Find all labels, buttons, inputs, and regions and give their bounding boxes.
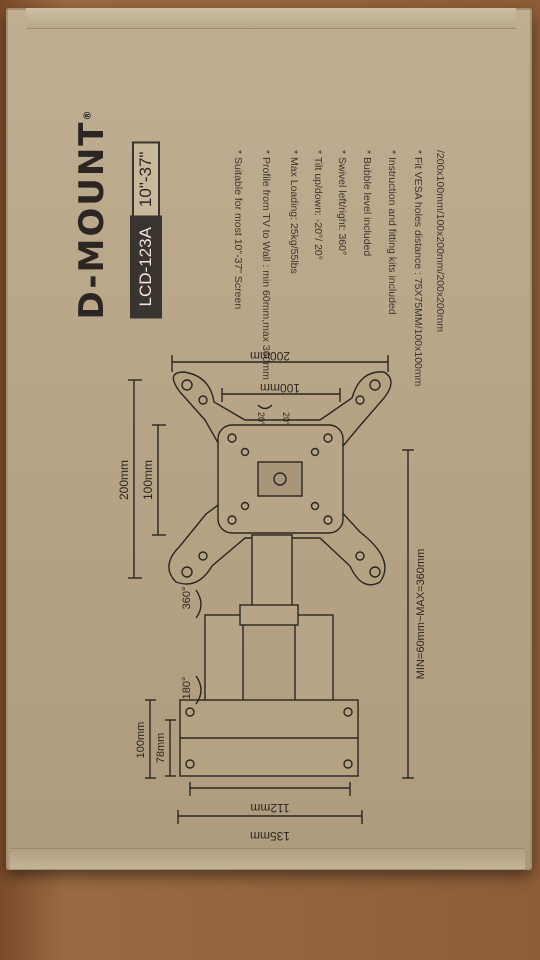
dim-side-200: 200mm [117,460,131,500]
box-bottom-flap [10,848,525,869]
dim-depth: MIN=60mm~MAX=360mm [415,549,427,680]
dim-top-200: 200mm [250,349,290,363]
dim-swivel: 360° [181,587,193,610]
box-top-flap [26,8,516,29]
dim-tilt-down: 20° [281,412,291,426]
dim-tilt-up: 20° [256,412,266,426]
dim-rotate: 180° [181,677,193,700]
dim-plate-135: 135mm [250,829,290,843]
dim-side-100: 100mm [141,460,155,500]
dim-plate-78: 78mm [155,733,167,764]
dim-top-100: 100mm [260,381,300,395]
dim-plate-100: 100mm [135,722,147,759]
dim-plate-112: 112mm [250,801,289,815]
